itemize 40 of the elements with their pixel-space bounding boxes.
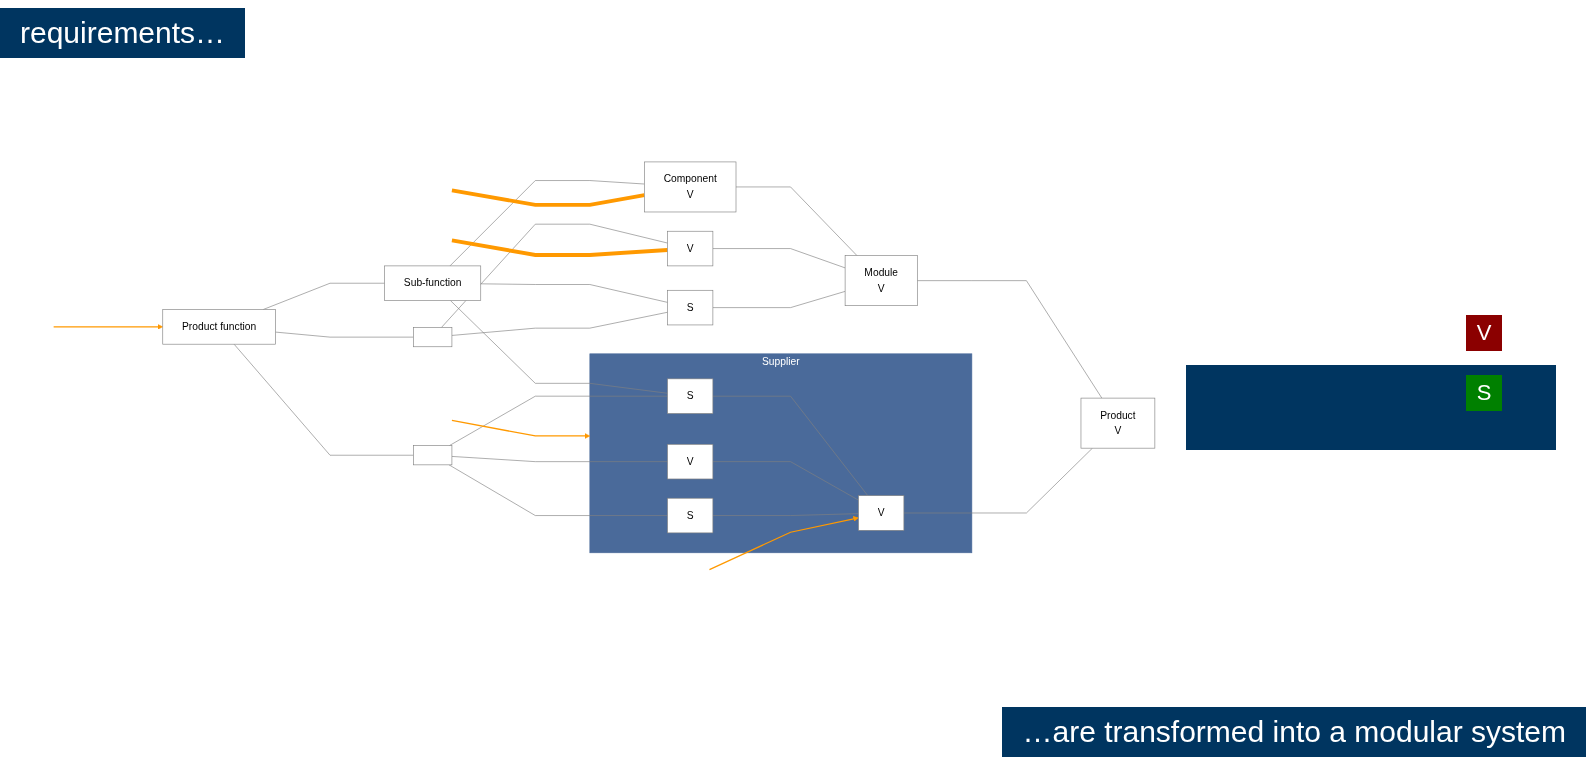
node-box: Product V (1080, 397, 1156, 449)
connector (712, 248, 846, 269)
connector (233, 343, 414, 456)
node-box: V (858, 495, 905, 531)
module-tag: S (1466, 375, 1502, 411)
connector (450, 300, 668, 394)
connector (451, 238, 668, 257)
node-box: Sub-function (384, 265, 482, 301)
connector (735, 186, 858, 256)
title-banner: requirements… (0, 8, 246, 58)
connector (712, 291, 846, 308)
node-box (413, 327, 453, 348)
node-box: S (667, 378, 714, 414)
connector (712, 461, 859, 501)
connector (712, 513, 859, 516)
node-box: Component V (644, 161, 737, 213)
node-box (413, 445, 453, 466)
connector (903, 447, 1093, 514)
arrow (53, 324, 163, 330)
node-box: Module V (844, 255, 918, 306)
connector (275, 331, 414, 338)
connector (917, 280, 1103, 399)
connector (451, 188, 645, 207)
node-box: S (667, 289, 714, 326)
module-tag: V (1466, 315, 1502, 351)
connector (449, 180, 645, 267)
connector (480, 283, 668, 303)
caption-banner: …are transformed into a modular system (1002, 707, 1586, 757)
connector (441, 223, 668, 328)
connector (449, 395, 668, 446)
connector (451, 311, 668, 336)
connector (448, 464, 668, 516)
node-box: S (667, 497, 714, 534)
connector (712, 395, 869, 496)
node-box: V (667, 444, 714, 480)
arrow (708, 516, 859, 571)
node-box: V (667, 230, 714, 267)
node-box: Product function (162, 309, 276, 345)
arrow (451, 419, 591, 439)
connector (451, 456, 668, 462)
